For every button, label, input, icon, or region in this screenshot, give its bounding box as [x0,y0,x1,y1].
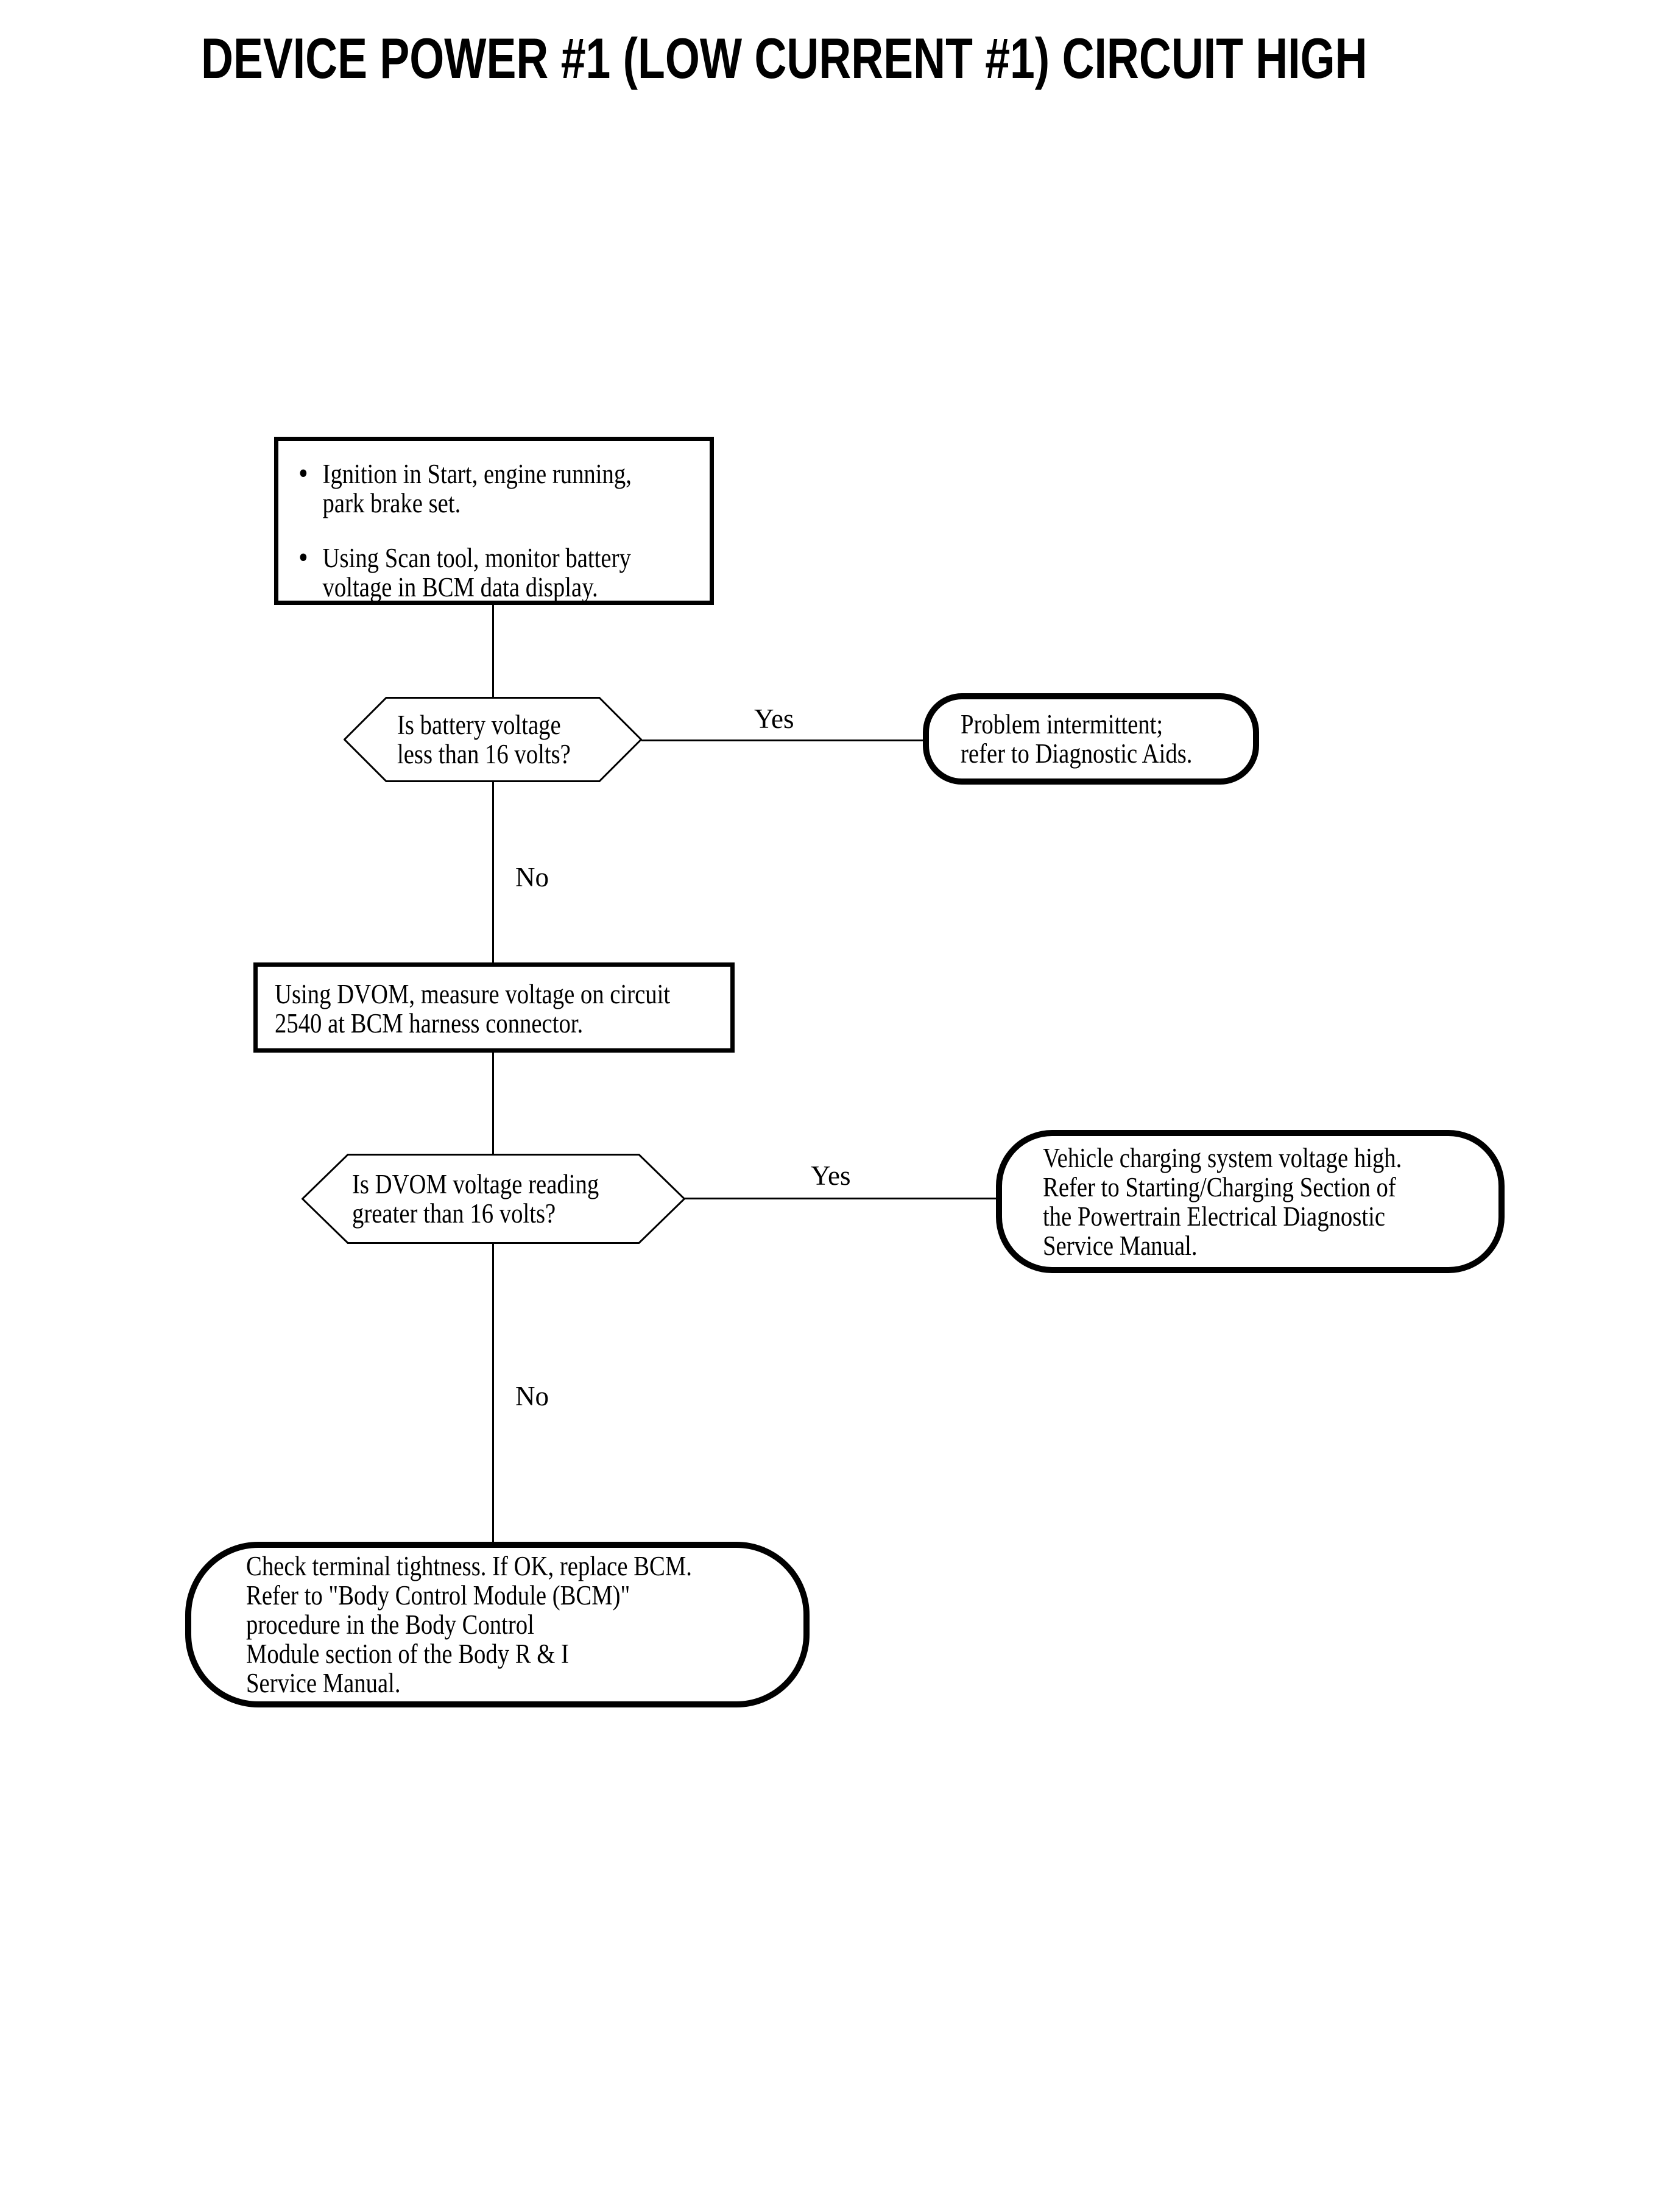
terminal-replace-bcm: Check terminal tightness. If OK, replace… [185,1542,810,1707]
connector-decision1-to-action [492,782,494,962]
bullet-icon: • [298,456,308,491]
bullet-item: • Using Scan tool, monitor battery volta… [298,540,652,602]
connector-action-to-decision2 [492,1053,494,1154]
bullet-text: Using Scan tool, monitor battery voltage… [322,543,631,602]
text-line: greater than 16 volts? [352,1198,556,1229]
text-line: Vehicle charging system voltage high. [1043,1142,1402,1173]
action-dvom-box: Using DVOM, measure voltage on circuit 2… [253,962,735,1053]
connector-decision2-to-terminal [492,1244,494,1542]
connector-decision2-yes [684,1198,996,1199]
terminal-charging-system: Vehicle charging system voltage high. Re… [996,1130,1505,1273]
hexagon-shape [302,1154,685,1244]
bullet-text: Ignition in Start, engine running, park … [322,459,632,518]
connector-start-to-decision1 [492,605,494,697]
decision-battery-voltage: Is battery voltage less than 16 volts? [344,697,642,782]
bullet-item: • Ignition in Start, engine running, par… [298,456,652,518]
page-title: DEVICE POWER #1 (LOW CURRENT #1) CIRCUIT… [201,26,1368,90]
text-line: less than 16 volts? [397,739,571,769]
hexagon-shape [344,697,642,782]
text-line: Service Manual. [1043,1230,1198,1261]
connector-decision1-yes [641,740,923,741]
text-line: Service Manual. [246,1668,401,1698]
text-line: procedure in the Body Control [246,1609,534,1640]
decision-dvom-voltage: Is DVOM voltage reading greater than 16 … [302,1154,685,1244]
yes-label-1: Yes [754,704,794,734]
yes-label-2: Yes [811,1160,851,1191]
text-line: Problem intermittent; [961,709,1163,740]
terminal-problem-intermittent: Problem intermittent; refer to Diagnosti… [923,693,1259,785]
text-line: Refer to "Body Control Module (BCM)" [246,1580,630,1611]
text-line: Refer to Starting/Charging Section of [1043,1171,1396,1202]
text-line: the Powertrain Electrical Diagnostic [1043,1201,1386,1232]
start-conditions-box: • Ignition in Start, engine running, par… [274,437,714,605]
text-line: refer to Diagnostic Aids. [961,738,1193,769]
text-line: Module section of the Body R & I [246,1639,569,1669]
text-line: Using DVOM, measure voltage on circuit [275,979,671,1009]
bullet-icon: • [298,540,308,575]
text-line: Check terminal tightness. If OK, replace… [246,1551,692,1581]
no-label-1: No [515,862,549,892]
no-label-2: No [515,1381,549,1411]
text-line: Is battery voltage [397,710,561,740]
text-line: Is DVOM voltage reading [352,1169,599,1199]
text-line: 2540 at BCM harness connector. [275,1008,584,1039]
